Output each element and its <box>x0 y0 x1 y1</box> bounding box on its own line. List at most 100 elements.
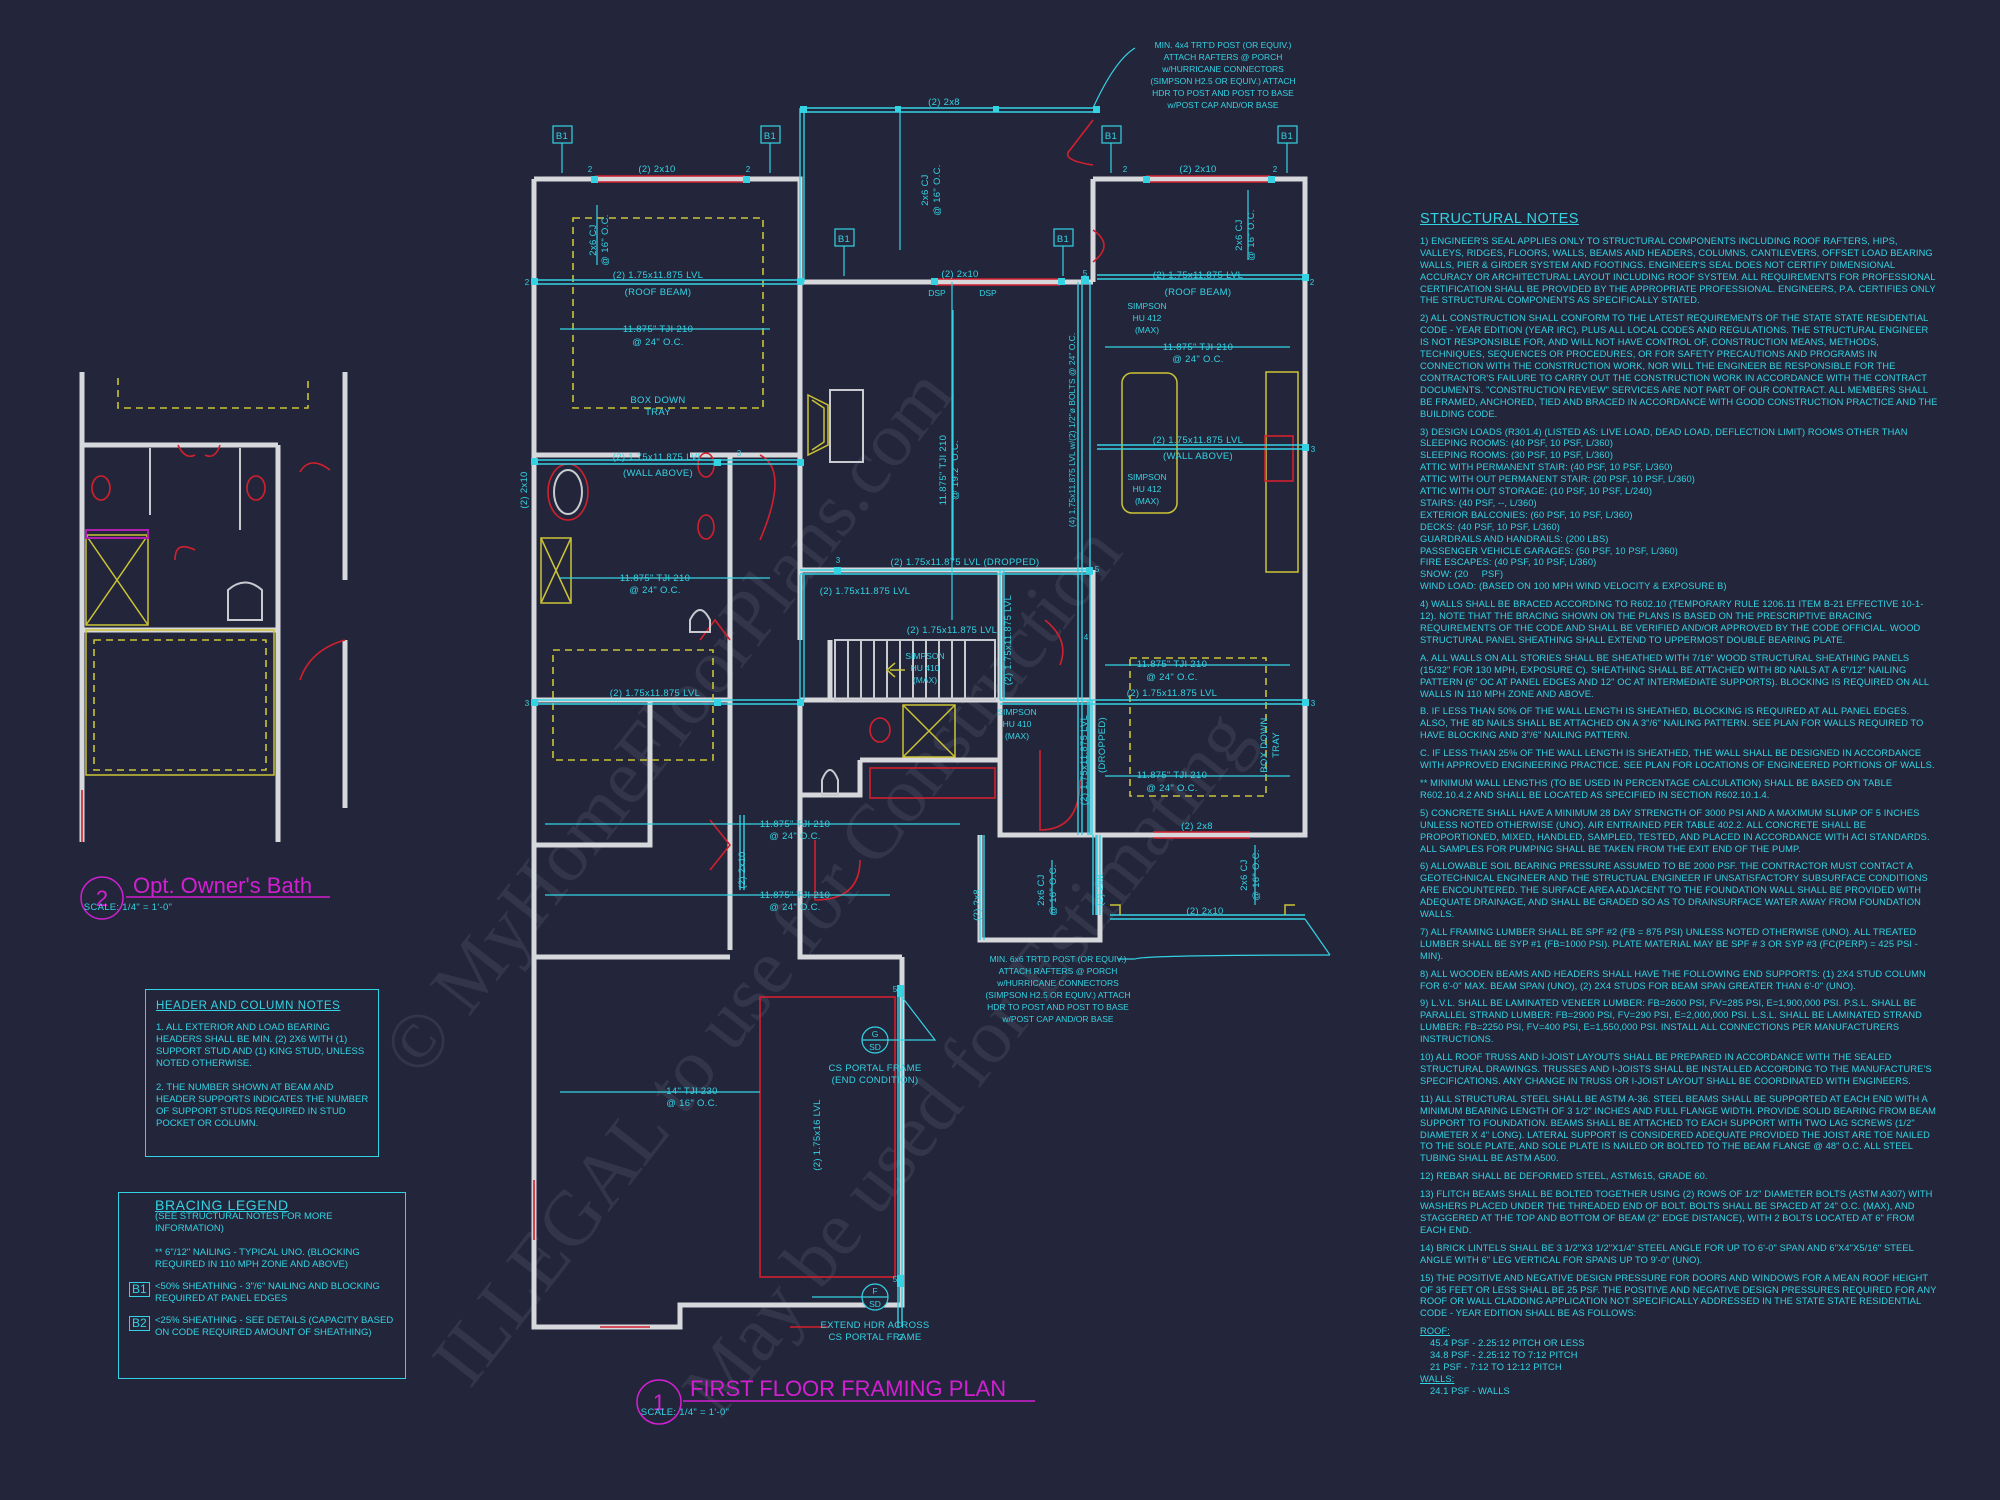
note-9: 9) L.V.L. SHALL BE LAMINATED VENEER LUMB… <box>1420 998 1922 1045</box>
plan-annotation: WIND LOAD: (BASED ON 100 MPH WIND VELOCI… <box>1420 581 1727 592</box>
plan-annotation: HU 410 <box>1003 719 1032 729</box>
plan-annotation: BOX DOWN <box>1259 717 1270 772</box>
plan-annotation: B1 <box>764 131 776 142</box>
bath-detail-number: 2 <box>96 886 108 911</box>
plan-annotation: SNOW: (20 PSF) <box>1420 569 1504 580</box>
plan-annotation: w/POST CAP AND/OR BASE <box>1166 100 1278 110</box>
plan-annotation: B1 <box>1281 131 1293 142</box>
plan-annotation: w/POST CAP AND/OR BASE <box>1001 1014 1113 1024</box>
plan-annotation: HDR TO POST AND POST TO BASE <box>1152 88 1294 98</box>
note-12: 12) REBAR SHALL BE DEFORMED STEEL, ASTM6… <box>1420 1171 1708 1182</box>
plan-annotation: PASSENGER VEHICLE GARAGES: (50 PSF, 10 P… <box>1420 545 1679 556</box>
stairs <box>834 639 996 701</box>
note-4-min-wall: ** MINIMUM WALL LENGTHS (TO BE USED IN P… <box>1420 777 1893 800</box>
plan-annotation: HU 410 <box>911 663 940 673</box>
beam-label: (2) 1.75x11.875 LVL <box>613 270 703 281</box>
plan-annotation: (END CONDITION) <box>832 1075 919 1086</box>
plan-annotation: TRAY <box>1271 732 1282 758</box>
note-7: 7) ALL FRAMING LUMBER SHALL BE SPF #2 (F… <box>1420 926 1918 961</box>
plan-annotation: HU 412 <box>1133 313 1162 323</box>
watermark-estimating: May be used for Estimating <box>665 694 1267 1430</box>
walls-pressure: 24.1 PSF - WALLS <box>1430 1385 1510 1396</box>
note-6: 6) ALLOWABLE SOIL BEARING PRESSURE ASSUM… <box>1420 861 1928 920</box>
plan-annotation: 11.875" TJI 210 <box>1137 770 1207 781</box>
plan-annotation: 5 <box>1083 269 1088 278</box>
post-note-4x4: MIN. 4x4 TRT'D POST (OR EQUIV.) ATTACH R… <box>1092 40 1296 110</box>
plan-annotation: HU 412 <box>1133 484 1162 494</box>
plan-annotation: 2 <box>1123 165 1128 174</box>
roof-pressure: 34.8 PSF - 2.25:12 TO 7:12 PITCH <box>1430 1350 1578 1361</box>
note-5: 5) CONCRETE SHALL HAVE A MINIMUM 28 DAY … <box>1420 807 1930 854</box>
plan-annotation: 2 <box>588 165 593 174</box>
plan-annotation: w/HURRICANE CONNECTORS <box>996 978 1119 988</box>
plan-annotation: 2 <box>746 165 751 174</box>
plan-annotation: 3) DESIGN LOADS (R301.4) (LISTED AS: LIV… <box>1420 426 1908 449</box>
plan-annotation: MIN. 6x6 TRT'D POST (OR EQUIV.) <box>990 954 1127 964</box>
plan-annotation: SLEEPING ROOMS: (30 PSF, 10 PSF, L/360) <box>1420 450 1614 461</box>
plan-annotation: ATTIC WITH OUT PERMANENT STAIR: (20 PSF,… <box>1420 474 1695 485</box>
plan-annotation: 2x6 CJ <box>1036 874 1047 905</box>
plan-annotation: ATTACH RAFTERS @ PORCH <box>999 966 1118 976</box>
joist-label: 11.875" TJI 210 <box>1163 342 1233 353</box>
note-8: 8) ALL WOODEN BEAMS AND HEADERS SHALL HA… <box>1420 968 1926 991</box>
plan-annotation: 3 <box>1311 445 1316 454</box>
plan-annotation: 2 <box>1273 165 1278 174</box>
plan-annotation: (SIMPSON H2.5 OR EQUIV.) ATTACH <box>1150 76 1295 86</box>
plan-annotation: (2) 1.75x11.875 LVL <box>610 688 700 699</box>
plan-annotation: EXTERIOR BALCONIES: (60 PSF, 10 PSF, L/3… <box>1420 509 1633 520</box>
header-label: (2) 2x10 <box>638 164 675 175</box>
bracing-legend-title: BRACING LEGEND <box>155 1197 289 1213</box>
plan-annotation: G <box>872 1029 879 1039</box>
plan-annotation: @ 24" O.C. <box>629 585 680 596</box>
plan-annotation: (2) 2x10 <box>1186 906 1223 917</box>
bracing-tag-b1: B1 <box>1277 125 1298 173</box>
plan-annotation: (WALL ABOVE) <box>1163 451 1233 462</box>
plan-annotation: (ROOF BEAM) <box>1165 287 1232 298</box>
header-column-notes: HEADER AND COLUMN NOTES 1. ALL EXTERIOR … <box>145 989 379 1157</box>
plan-annotation: @ 16" O.C. <box>666 1098 717 1109</box>
bracing-legend-typical: ** 6"/12" NAILING - TYPICAL UNO. (BLOCKI… <box>155 1247 360 1270</box>
plan-annotation: B1 <box>838 234 850 245</box>
detail-number-bubble <box>80 876 124 920</box>
plan-annotation: 11.875" TJI 210 <box>1137 659 1207 670</box>
plan-annotation: (MAX) <box>1135 496 1159 506</box>
plan-annotation: @ 16" O.C. <box>1251 849 1262 900</box>
note-4b: b. IF LESS THAN 50% OF THE WALL LENGTH I… <box>1420 706 1924 741</box>
bracing-legend: BRACING LEGEND (SEE STRUCTURAL NOTES FOR… <box>118 1192 406 1379</box>
plan-annotation: (ROOF BEAM) <box>625 287 692 298</box>
plan-annotation: 2 <box>525 278 530 287</box>
bracing-legend-item: B2<25% SHEATHING - SEE DETAILS (CAPACITY… <box>129 1315 397 1339</box>
plan-annotation: @ 16" O.C. <box>1246 209 1257 260</box>
plan-annotation: 2 <box>899 1333 904 1342</box>
plan-annotation: @ 24" O.C. <box>1146 783 1197 794</box>
roof-pressure: 45.4 PSF - 2.25:12 PITCH OR LESS <box>1430 1338 1585 1349</box>
box-down-tray-outline <box>572 217 764 409</box>
plan-annotation: DSP <box>928 288 946 298</box>
plan-annotation: (2) 1.75x11.875 LVL <box>907 625 997 636</box>
walls-label: WALLS: <box>1420 1373 1455 1384</box>
note-3-design-loads: 3) DESIGN LOADS (R301.4) (LISTED AS: LIV… <box>1420 427 1938 594</box>
plan-annotation: ATTIC WITH OUT STORAGE: (10 PSF, 10 PSF,… <box>1420 486 1653 497</box>
plan-annotation: 3 <box>836 556 841 565</box>
plan-annotation: 3 <box>737 449 742 458</box>
note-4: 4) WALLS SHALL BE BRACED ACCORDING TO R6… <box>1420 599 1924 645</box>
plan-annotation: B1 <box>1105 131 1117 142</box>
joist-label: 11.875" TJI 210 <box>620 573 690 584</box>
main-plan-scale: SCALE: 1/4" = 1'-0" <box>641 1407 729 1418</box>
plan-annotation: HDR TO POST AND POST TO BASE <box>987 1002 1129 1012</box>
detail-number-bubble <box>636 1379 682 1425</box>
plan-annotation: @ 16" O.C. <box>600 214 611 265</box>
header-notes-title: HEADER AND COLUMN NOTES <box>156 1000 341 1012</box>
plan-annotation: @ 16" O.C. <box>1048 864 1059 915</box>
plan-annotation: (DROPPED) <box>1097 717 1108 773</box>
header-label: (2) 2x8 <box>928 97 960 108</box>
header-note-item: 2. THE NUMBER SHOWN AT BEAM AND HEADER S… <box>156 1082 369 1129</box>
plan-annotation: <25% SHEATHING - SEE DETAILS (CAPACITY B… <box>155 1315 394 1338</box>
bracing-tags: B1 B1 B1 B1 B1 B1 <box>552 125 1298 276</box>
bracing-tag-b1: B1 <box>760 125 781 173</box>
header-note-item: 1. ALL EXTERIOR AND LOAD BEARING HEADERS… <box>156 1022 365 1069</box>
main-plan-title: FIRST FLOOR FRAMING PLAN <box>690 1376 1006 1401</box>
plan-annotation: 2x6 CJ <box>588 224 599 255</box>
